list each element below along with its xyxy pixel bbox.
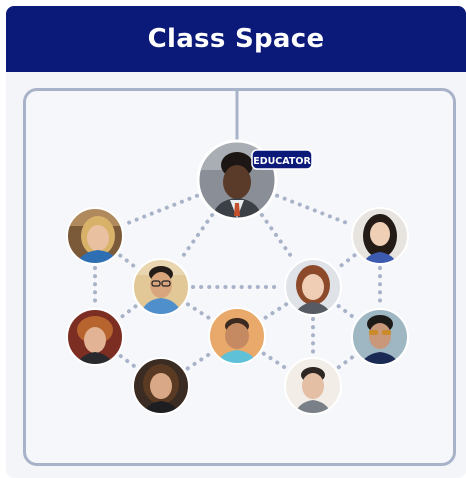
- connector-student-2-student-4: [336, 253, 357, 270]
- connector-student-8-student-7: [336, 353, 357, 370]
- connector-educator-student-1: [122, 193, 199, 227]
- connector-educator-student-4: [259, 213, 297, 263]
- avatar-student-1[interactable]: [65, 206, 125, 266]
- avatar-student-6[interactable]: [207, 306, 267, 366]
- educator-badge: EDUCATOR: [251, 149, 313, 170]
- avatar-student-7[interactable]: [350, 307, 410, 367]
- avatar-student-8[interactable]: [283, 356, 343, 416]
- connector-student-4-student-7: [336, 304, 357, 320]
- connector-student-6-student-8: [261, 351, 289, 371]
- avatar-student-9[interactable]: [131, 356, 191, 416]
- connector-lines: [93, 193, 382, 371]
- avatar-student-4[interactable]: [283, 257, 343, 317]
- educator-badge-label: EDUCATOR: [253, 156, 311, 167]
- avatar-student-3[interactable]: [131, 257, 191, 317]
- header-bar: Class Space: [6, 6, 466, 72]
- connector-student-9-student-6: [185, 351, 213, 371]
- avatar-student-2[interactable]: [350, 206, 410, 266]
- page-title: Class Space: [147, 24, 325, 54]
- connector-student-4-student-6: [261, 302, 289, 321]
- connector-student-1-student-3: [118, 253, 138, 270]
- connector-educator-student-2: [275, 193, 353, 227]
- avatar-student-5[interactable]: [65, 307, 125, 367]
- connector-student-3-student-6: [185, 302, 213, 321]
- connector-student-5-student-9: [118, 354, 138, 369]
- connector-educator-student-3: [177, 213, 215, 263]
- connector-student-3-student-5: [118, 304, 138, 320]
